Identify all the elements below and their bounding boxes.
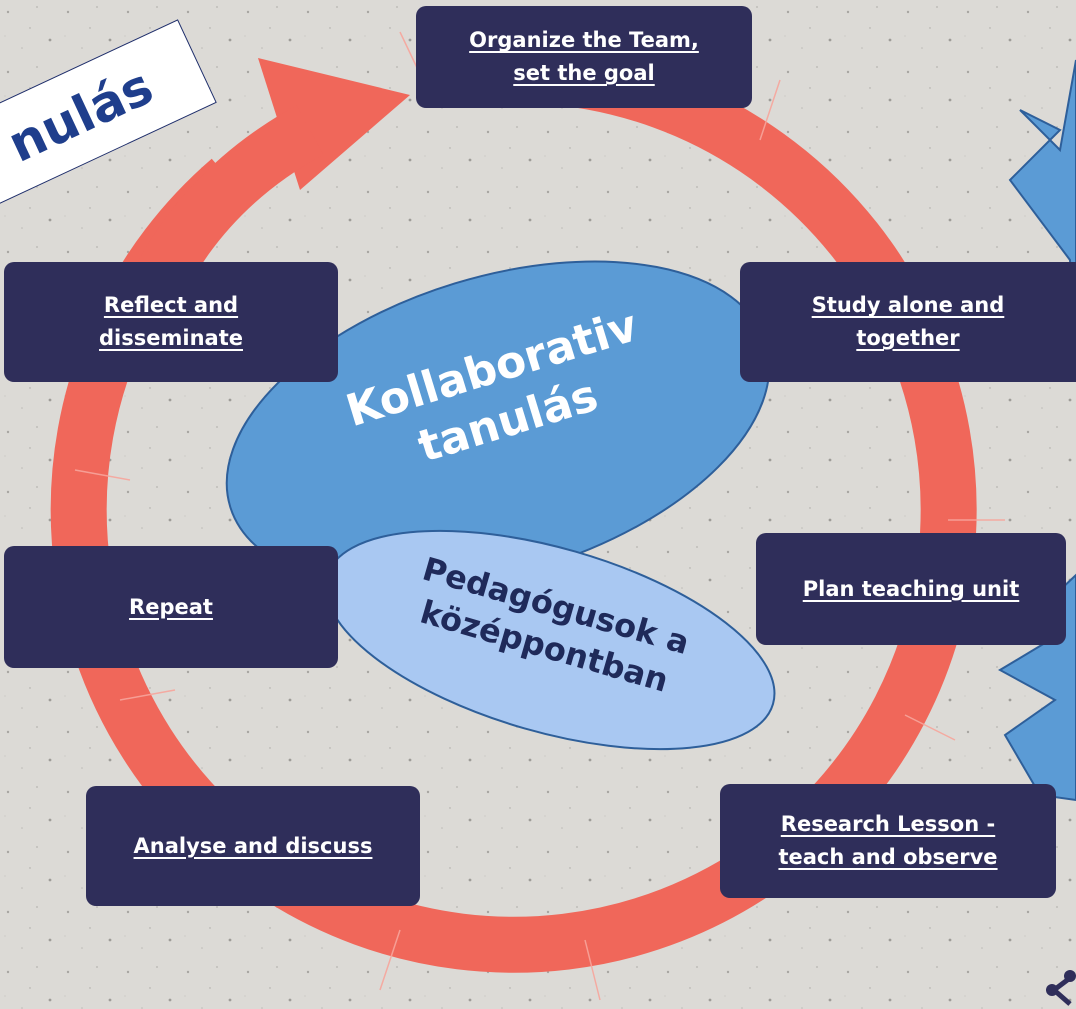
step-plan: Plan teaching unit: [756, 533, 1066, 645]
step-reflect-line2: disseminate: [99, 326, 243, 350]
cycle-arrow-ring: [50, 46, 977, 973]
step-study-line2: together: [856, 326, 960, 350]
step-organize-team: Organize the Team, set the goal: [416, 6, 752, 108]
step-repeat: Repeat: [4, 546, 338, 668]
step-research: Research Lesson - teach and observe: [720, 784, 1056, 898]
step-repeat-line1: Repeat: [129, 594, 213, 619]
step-reflect-line1: Reflect and: [103, 293, 239, 318]
step-study-line1: Study alone and: [811, 293, 1005, 318]
step-research-line1: Research Lesson -: [780, 812, 996, 837]
step-organize-line2: set the goal: [513, 61, 655, 85]
share-icon: [1046, 970, 1076, 1006]
step-research-line2: teach and observe: [778, 845, 998, 869]
step-plan-line1: Plan teaching unit: [802, 576, 1020, 601]
step-reflect: Reflect and disseminate: [4, 262, 338, 382]
step-organize-line1: Organize the Team,: [469, 28, 699, 53]
step-analyse: Analyse and discuss: [86, 786, 420, 906]
step-study: Study alone and together: [740, 262, 1076, 382]
step-analyse-line1: Analyse and discuss: [133, 833, 373, 858]
